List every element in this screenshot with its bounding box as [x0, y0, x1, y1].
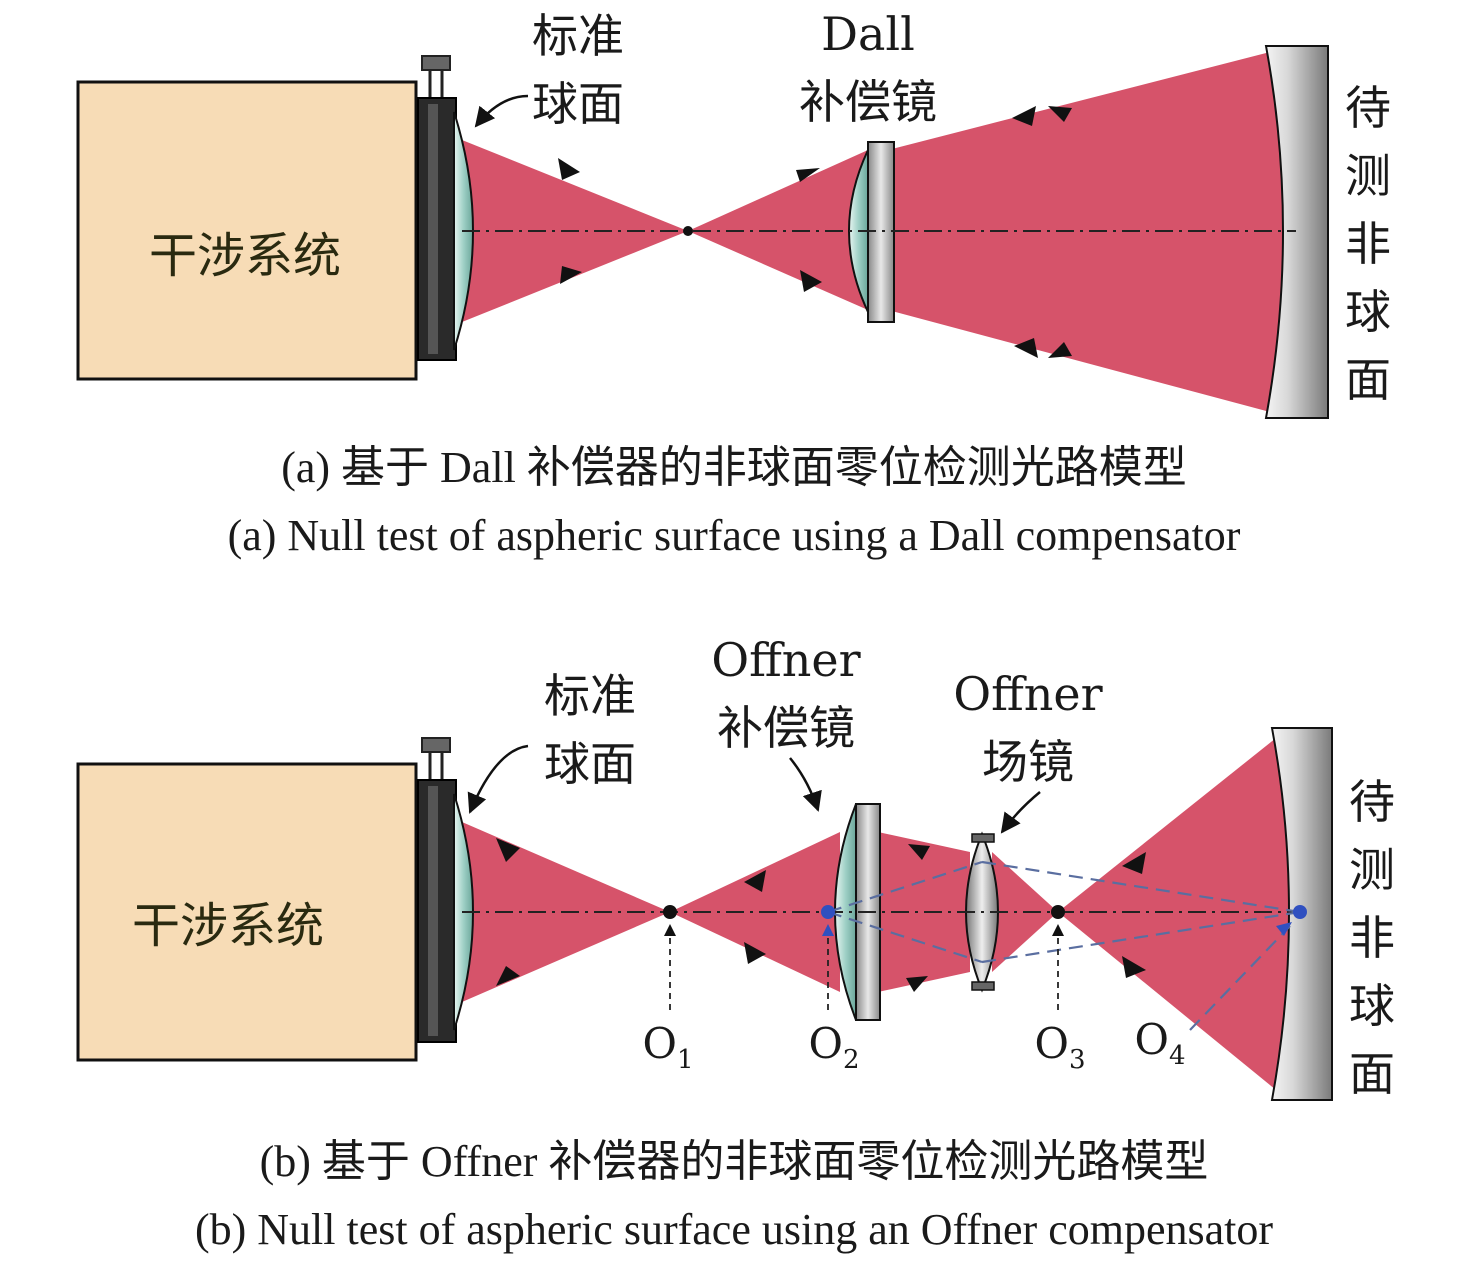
- ray-arrow-icon: [908, 844, 930, 860]
- point-o2-label: O2: [809, 1019, 860, 1075]
- point-o3-label: O3: [1035, 1019, 1086, 1075]
- offner-lens: [834, 803, 857, 1021]
- test-surface-char: 面: [1349, 1047, 1395, 1101]
- test-surface-char: 待: [1349, 775, 1395, 829]
- ray-arrow-icon: [496, 838, 520, 862]
- ref-sphere-mount-highlight: [428, 104, 438, 354]
- offner-label-line2: 补偿镜: [717, 701, 855, 755]
- test-mirror: [1264, 45, 1329, 419]
- offner-lens-leader: [789, 757, 822, 812]
- point-o4-dot: [1293, 905, 1307, 919]
- test-surface-char: 测: [1349, 843, 1395, 897]
- point-o3-dot: [1051, 905, 1065, 919]
- imaging-rays: [827, 860, 1301, 1031]
- focus-point: [683, 226, 693, 236]
- ray-arrow-icon: [1014, 338, 1038, 358]
- knob-icon: [421, 737, 451, 753]
- test-surface-char: 测: [1345, 149, 1391, 203]
- ray-arrow-icon: [1012, 106, 1036, 126]
- ref-sphere-leader: [474, 94, 529, 128]
- point-o1-dot: [663, 905, 677, 919]
- caption-b-cn: (b) 基于 Offner 补偿器的非球面零位检测光路模型: [260, 1137, 1209, 1186]
- leader-arrow-icon: [822, 924, 834, 936]
- beam-cone-out: [670, 832, 840, 992]
- field-lens-label-line1: Offner: [953, 667, 1102, 721]
- dall-label-line2: 补偿镜: [799, 75, 937, 129]
- field-lens-leader: [1000, 791, 1041, 834]
- ref-sphere-label-line1: 标准: [544, 669, 636, 723]
- knob-icon: [421, 55, 451, 71]
- interferometer-box: [76, 80, 418, 381]
- ray-arrow-icon: [744, 870, 766, 892]
- test-surface-char: 待: [1345, 81, 1391, 135]
- caption-a-en: (a) Null test of aspheric surface using …: [228, 511, 1241, 560]
- point-o4-label: O4: [1135, 1015, 1186, 1071]
- leader-arrow-icon: [1052, 924, 1064, 936]
- field-lens-label-line2: 场镜: [982, 735, 1074, 789]
- test-surface-char: 球: [1349, 979, 1395, 1033]
- field-lens-cap-top: [971, 833, 995, 843]
- ref-sphere-label-line2: 球面: [532, 77, 624, 131]
- ref-sphere-leader: [467, 744, 529, 814]
- beam-to-mirror: [1058, 738, 1300, 1090]
- ray-arrow-icon: [1048, 342, 1072, 358]
- interferometer-box: [76, 762, 418, 1062]
- leader-arrow-icon: [664, 924, 676, 936]
- ray-arrow-icon: [1048, 106, 1072, 122]
- ray-arrow-icon: [1276, 922, 1292, 936]
- offner-label-line1: Offner: [711, 633, 860, 687]
- ray-arrow-icon: [1122, 956, 1146, 978]
- beam-cone-out: [688, 150, 868, 310]
- point-o2-dot: [821, 905, 835, 919]
- test-surface-char: 球: [1345, 285, 1391, 339]
- ray-arrow-icon: [800, 270, 822, 292]
- ref-sphere-label-line1: 标准: [532, 9, 624, 63]
- ray-arrow-icon: [496, 966, 520, 986]
- ray-arrow-icon: [1122, 852, 1146, 874]
- interferometer-label: 干涉系统: [132, 898, 324, 954]
- ray-arrow-icon: [744, 942, 766, 964]
- test-surface-char: 非: [1349, 911, 1395, 965]
- panel-a: 干涉系统 标准: [76, 7, 1391, 560]
- ref-sphere-label-line2: 球面: [544, 737, 636, 791]
- ray-arrow-icon: [560, 266, 582, 284]
- interferometer-label: 干涉系统: [149, 228, 341, 284]
- ray-arrow-icon: [796, 168, 820, 182]
- panel-b: 干涉系统: [76, 633, 1395, 1254]
- point-leaders: [669, 932, 1059, 1010]
- dall-label-line1: Dall: [821, 7, 915, 61]
- test-surface-char: 面: [1345, 353, 1391, 407]
- point-o1-label: O1: [643, 1019, 694, 1075]
- field-lens-cap-bottom: [971, 981, 995, 991]
- ref-sphere-mount-highlight: [428, 786, 438, 1036]
- ray-arrow-icon: [558, 158, 580, 180]
- test-surface-char: 非: [1345, 217, 1391, 271]
- ray-arrow-icon: [906, 976, 928, 992]
- caption-b-en: (b) Null test of aspheric surface using …: [195, 1205, 1273, 1254]
- caption-a-cn: (a) 基于 Dall 补偿器的非球面零位检测光路模型: [281, 443, 1187, 492]
